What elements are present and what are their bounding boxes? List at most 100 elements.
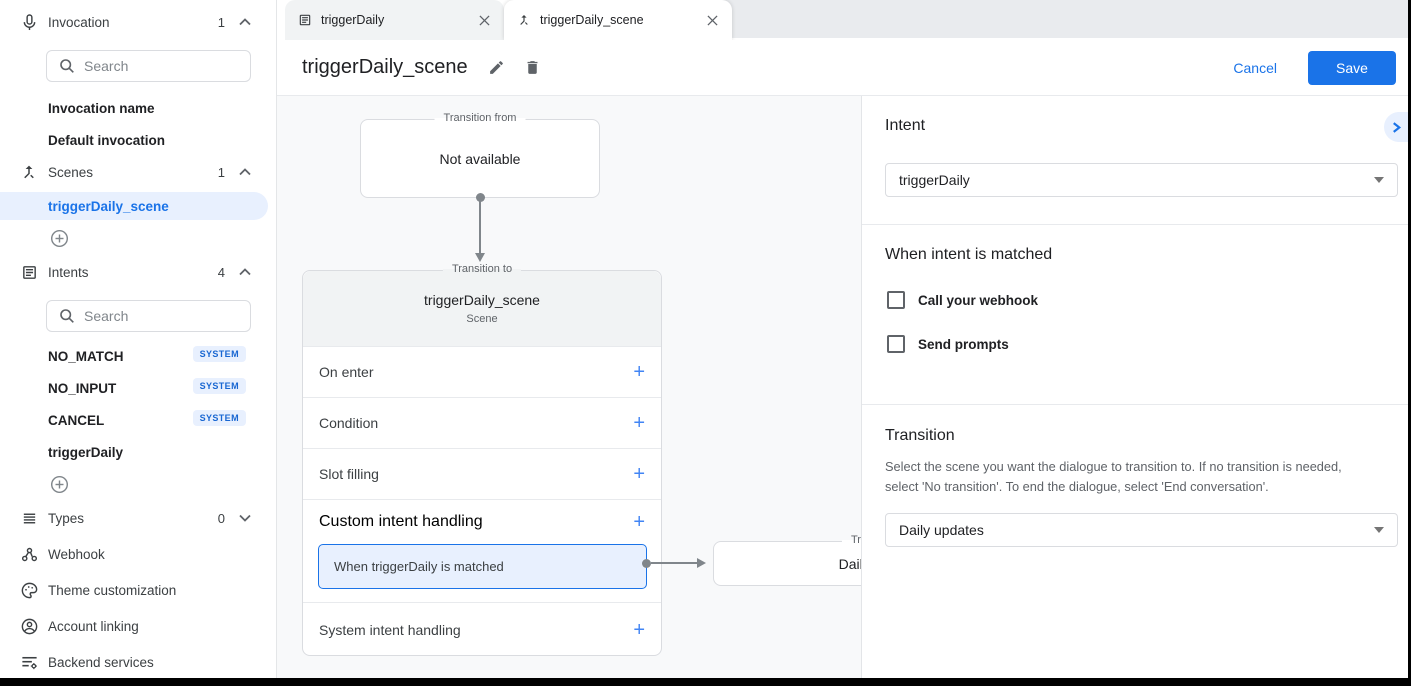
scene-row-system-intent-handling[interactable]: System intent handling +: [319, 619, 645, 641]
add-custom-intent-icon[interactable]: +: [633, 511, 645, 533]
sidebar-section-intents[interactable]: Intents 4: [0, 260, 277, 284]
dropdown-caret-icon: [1374, 177, 1384, 183]
call-webhook-checkbox[interactable]: [887, 291, 905, 309]
divider: [862, 224, 1408, 225]
tab-triggerdaily[interactable]: triggerDaily: [285, 0, 504, 40]
scene-flow-canvas[interactable]: Transition from Not available Transition…: [277, 96, 861, 678]
transition-to-legend: Transition to: [442, 263, 522, 275]
chevron-down-icon[interactable]: [233, 514, 257, 522]
chevron-up-icon[interactable]: [233, 168, 257, 176]
connector-line-vertical: [479, 200, 481, 253]
sidebar-section-invocation[interactable]: Invocation 1: [0, 10, 277, 34]
close-tab-icon[interactable]: [704, 12, 720, 28]
window-bottom-edge: [0, 678, 1411, 686]
cancel-button[interactable]: Cancel: [1233, 59, 1277, 76]
transition-description: Select the scene you want the dialogue t…: [885, 459, 1342, 494]
section-label: Intents: [48, 264, 89, 280]
system-badge: SYSTEM: [192, 410, 246, 426]
scene-row-custom-intent-handling: Custom intent handling + When triggerDai…: [303, 500, 661, 603]
sidebar-item-no-match[interactable]: NO_MATCH: [48, 348, 124, 364]
transition-dropdown[interactable]: Daily updates: [885, 513, 1398, 547]
dropdown-caret-icon: [1374, 527, 1384, 533]
sidebar-item-cancel[interactable]: CANCEL: [48, 412, 105, 428]
scene-card-header: triggerDaily_scene Scene: [303, 271, 661, 347]
sidebar-item-default-invocation[interactable]: Default invocation: [48, 132, 166, 148]
sidebar-item-account-linking[interactable]: Account linking: [0, 614, 277, 638]
send-prompts-option: Send prompts: [887, 335, 1009, 353]
arrow-right-icon: [697, 558, 706, 568]
target-legend: Transition to: [841, 534, 861, 546]
palette-icon: [17, 578, 41, 602]
intent-editor-panel: Intent triggerDaily When intent is match…: [861, 96, 1408, 678]
add-system-intent-icon[interactable]: +: [633, 619, 645, 641]
window-right-edge: [1408, 0, 1411, 686]
section-label: Invocation: [48, 14, 110, 30]
section-label: Types: [48, 510, 85, 526]
add-on-enter-icon[interactable]: +: [633, 361, 645, 383]
sidebar-item-webhook[interactable]: Webhook: [0, 542, 277, 566]
edit-scene-icon[interactable]: [486, 57, 508, 79]
section-count: 1: [217, 164, 225, 180]
chevron-up-icon[interactable]: [233, 268, 257, 276]
connector-dot: [476, 193, 485, 202]
section-count: 4: [217, 264, 225, 280]
target-value: Daily updates: [838, 555, 861, 572]
scene-card: Transition to triggerDaily_scene Scene O…: [302, 263, 662, 656]
scene-row-on-enter[interactable]: On enter +: [303, 347, 661, 398]
invocation-search: [46, 50, 251, 82]
intents-search-input[interactable]: [84, 308, 234, 324]
tab-triggerdaily-scene[interactable]: triggerDaily_scene: [504, 0, 732, 40]
save-button[interactable]: Save: [1308, 50, 1396, 85]
microphone-icon: [17, 10, 41, 34]
sidebar-item-theme-customization[interactable]: Theme customization: [0, 578, 277, 602]
section-count: 0: [217, 510, 225, 526]
connector-line-horizontal: [651, 562, 698, 564]
close-tab-icon[interactable]: [476, 12, 492, 28]
scene-card-title: triggerDaily_scene: [424, 292, 540, 308]
add-intent-button[interactable]: [50, 475, 70, 495]
transition-from-value: Not available: [439, 150, 521, 167]
sidebar-item-no-input[interactable]: NO_INPUT: [48, 380, 117, 396]
intent-handler-when-triggerdaily-matched[interactable]: When triggerDaily is matched: [318, 544, 647, 589]
sidebar-section-scenes[interactable]: Scenes 1: [0, 160, 277, 184]
section-count: 1: [217, 14, 225, 30]
account-circle-icon: [17, 614, 41, 638]
delete-scene-icon[interactable]: [522, 57, 544, 79]
intents-icon: [17, 260, 41, 284]
section-label: Scenes: [48, 164, 94, 180]
transition-from-legend: Transition from: [434, 112, 526, 124]
page-title: triggerDaily_scene: [302, 56, 468, 78]
arrow-down-icon: [475, 253, 485, 262]
sidebar-item-invocation-name[interactable]: Invocation name: [48, 100, 155, 116]
sidebar-item-triggerdaily[interactable]: triggerDaily: [48, 444, 124, 460]
scene-card-subtitle: Scene: [466, 313, 498, 325]
backend-services-icon: [17, 650, 41, 674]
scenes-icon: [17, 160, 41, 184]
call-webhook-option: Call your webhook: [887, 291, 1038, 309]
search-icon: [59, 58, 75, 74]
title-bar: triggerDaily_scene Cancel Save: [277, 40, 1408, 96]
sidebar-item-backend-services[interactable]: Backend services: [0, 650, 277, 674]
webhook-icon: [17, 542, 41, 566]
add-scene-button[interactable]: [50, 229, 70, 249]
intent-dropdown[interactable]: triggerDaily: [885, 163, 1398, 197]
sidebar: Invocation 1 Invocation name Default inv…: [0, 0, 277, 678]
transition-heading: Transition: [885, 427, 955, 444]
add-condition-icon[interactable]: +: [633, 412, 645, 434]
tab-strip-background: [717, 0, 1408, 38]
add-slot-filling-icon[interactable]: +: [633, 463, 645, 485]
connector-dot: [642, 559, 651, 568]
intents-search: [46, 300, 251, 332]
collapse-panel-button[interactable]: [1384, 112, 1408, 142]
transition-target-box[interactable]: Transition to Daily updates: [713, 534, 861, 586]
sidebar-item-triggerdaily-scene-selected[interactable]: triggerDaily_scene: [0, 192, 268, 220]
scene-row-slot-filling[interactable]: Slot filling +: [303, 449, 661, 500]
types-icon: [17, 506, 41, 530]
chevron-up-icon[interactable]: [233, 18, 257, 26]
invocation-search-input[interactable]: [84, 58, 234, 74]
scene-row-condition[interactable]: Condition +: [303, 398, 661, 449]
sidebar-section-types[interactable]: Types 0: [0, 506, 277, 530]
send-prompts-checkbox[interactable]: [887, 335, 905, 353]
intent-heading: Intent: [885, 117, 926, 134]
